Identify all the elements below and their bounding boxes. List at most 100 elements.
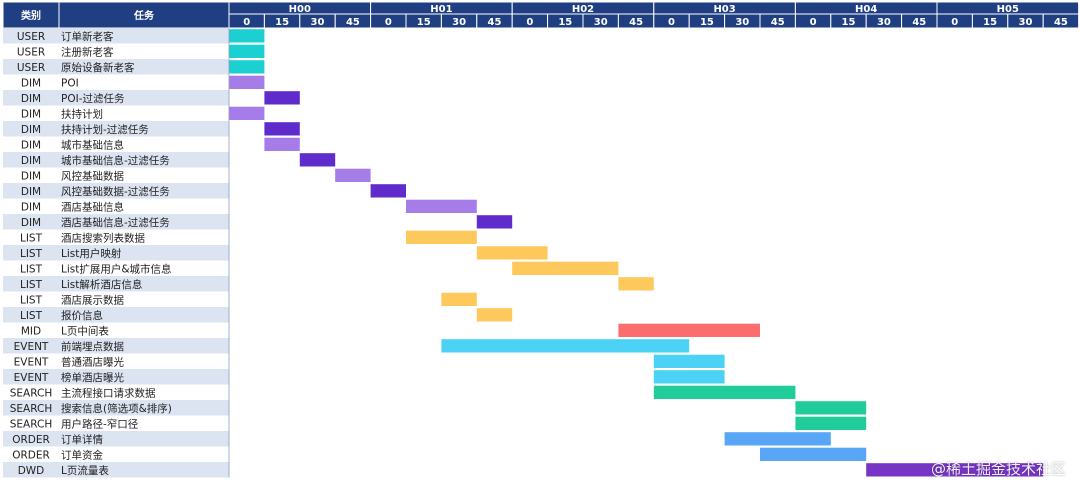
row-category-label: USER (17, 47, 45, 59)
row-label-bg (3, 322, 229, 338)
row-task-label: List扩展用户&城市信息 (61, 263, 172, 276)
hour-label-h05: H05 (997, 4, 1019, 15)
row-task-label: 主流程接口请求数据 (61, 387, 156, 400)
gantt-bar (653, 370, 725, 384)
minute-tick-label: 15 (842, 17, 856, 28)
row-label-bg (3, 446, 229, 462)
row-task-label: 酒店搜索列表数据 (61, 232, 145, 245)
row-task-label: 搜索信息(筛选项&排序) (61, 402, 172, 415)
hour-label-h00: H00 (289, 4, 311, 15)
minute-tick-label: 15 (417, 17, 431, 28)
row-label-bg (3, 462, 229, 478)
row-category-label: DIM (21, 93, 41, 105)
gantt-bar (724, 432, 831, 446)
row-category-label: LIST (20, 295, 43, 307)
row-task-label: POI (61, 78, 79, 90)
row-task-label: 酒店基础信息 (61, 201, 124, 214)
row-task-label: 城市基础信息 (61, 139, 124, 152)
row-label-bg (3, 369, 229, 385)
minute-tick-label: 0 (243, 17, 250, 28)
row-label-bg (3, 28, 229, 44)
row-label-bg (3, 59, 229, 75)
minute-tick-label: 0 (668, 17, 675, 28)
minute-tick-label: 30 (594, 17, 608, 28)
row-label-bg (3, 198, 229, 214)
row-label-bg (3, 384, 229, 400)
gantt-bar (229, 106, 265, 120)
gantt-bar (370, 184, 406, 198)
row-label-bg (3, 43, 229, 59)
row-task-label: 用户路径-窄口径 (61, 418, 139, 431)
row-label-bg (3, 415, 229, 431)
row-category-label: LIST (20, 248, 43, 260)
row-category-label: DIM (21, 140, 41, 152)
row-task-label: 前端埋点数据 (61, 340, 124, 353)
gantt-bar (795, 416, 867, 430)
row-label-bg (3, 338, 229, 354)
minute-tick-label: 30 (1019, 17, 1033, 28)
row-category-label: EVENT (14, 357, 49, 369)
minute-tick-label: 30 (311, 17, 325, 28)
minute-tick-label: 15 (700, 17, 714, 28)
minute-tick-label: 45 (1054, 17, 1068, 28)
hour-label-h02: H02 (572, 4, 594, 15)
row-label-bg (3, 121, 229, 137)
row-label-bg (3, 74, 229, 90)
minute-tick-label: 45 (912, 17, 926, 28)
row-task-label: 酒店基础信息-过滤任务 (61, 216, 170, 229)
minute-tick-label: 45 (771, 17, 785, 28)
row-task-label: L页中间表 (61, 325, 109, 338)
row-category-label: DIM (21, 124, 41, 136)
row-task-label: POI-过滤任务 (61, 92, 125, 105)
row-label-bg (3, 136, 229, 152)
gantt-bar (229, 60, 265, 74)
gantt-bar (618, 323, 760, 337)
row-task-label: 扶持计划 (61, 108, 103, 121)
gantt-bar (406, 199, 477, 213)
row-task-label: List用户映射 (61, 247, 122, 260)
row-category-label: DIM (21, 186, 41, 198)
row-task-label: 注册新老客 (61, 46, 114, 59)
row-label-bg (3, 291, 229, 307)
minute-tick-label: 15 (275, 17, 289, 28)
row-task-label: 风控基础数据-过滤任务 (61, 185, 170, 198)
gantt-bar (335, 168, 371, 182)
row-category-label: DWD (18, 465, 45, 477)
hour-label-h04: H04 (855, 4, 877, 15)
minute-tick-label: 0 (951, 17, 958, 28)
gantt-bar (476, 308, 513, 322)
row-category-label: DIM (21, 171, 41, 183)
gantt-bar (512, 261, 619, 275)
row-task-label: 扶持计划-过滤任务 (61, 123, 149, 136)
hour-label-h03: H03 (713, 4, 735, 15)
row-label-bg (3, 214, 229, 230)
row-category-label: DIM (21, 155, 41, 167)
minute-tick-label: 0 (526, 17, 533, 28)
row-task-label: 报价信息 (61, 309, 103, 322)
row-label-bg (3, 307, 229, 323)
row-category-label: DIM (21, 109, 41, 121)
minute-tick-label: 45 (629, 17, 643, 28)
gantt-bar (406, 230, 477, 244)
gantt-bar (441, 339, 690, 353)
minute-header-cell (1042, 13, 1080, 29)
row-task-label: 订单详情 (61, 433, 103, 446)
row-task-label: 普通酒店曝光 (61, 356, 124, 369)
gantt-bar (653, 385, 796, 399)
gantt-bar (264, 91, 300, 105)
row-category-label: MID (21, 326, 41, 338)
row-label-bg (3, 260, 229, 276)
row-category-label: ORDER (12, 434, 50, 446)
row-category-label: USER (17, 62, 45, 74)
row-category-label: DIM (21, 217, 41, 229)
row-label-bg (3, 152, 229, 168)
row-category-label: LIST (20, 310, 43, 322)
watermark: @稀土掘金技术社区 (930, 460, 1066, 478)
row-category-label: SEARCH (10, 403, 52, 415)
header-category-label: 类别 (21, 9, 41, 22)
row-category-label: SEARCH (10, 388, 52, 400)
row-label-bg (3, 183, 229, 199)
gantt-bar (299, 153, 336, 167)
row-label-bg (3, 167, 229, 183)
